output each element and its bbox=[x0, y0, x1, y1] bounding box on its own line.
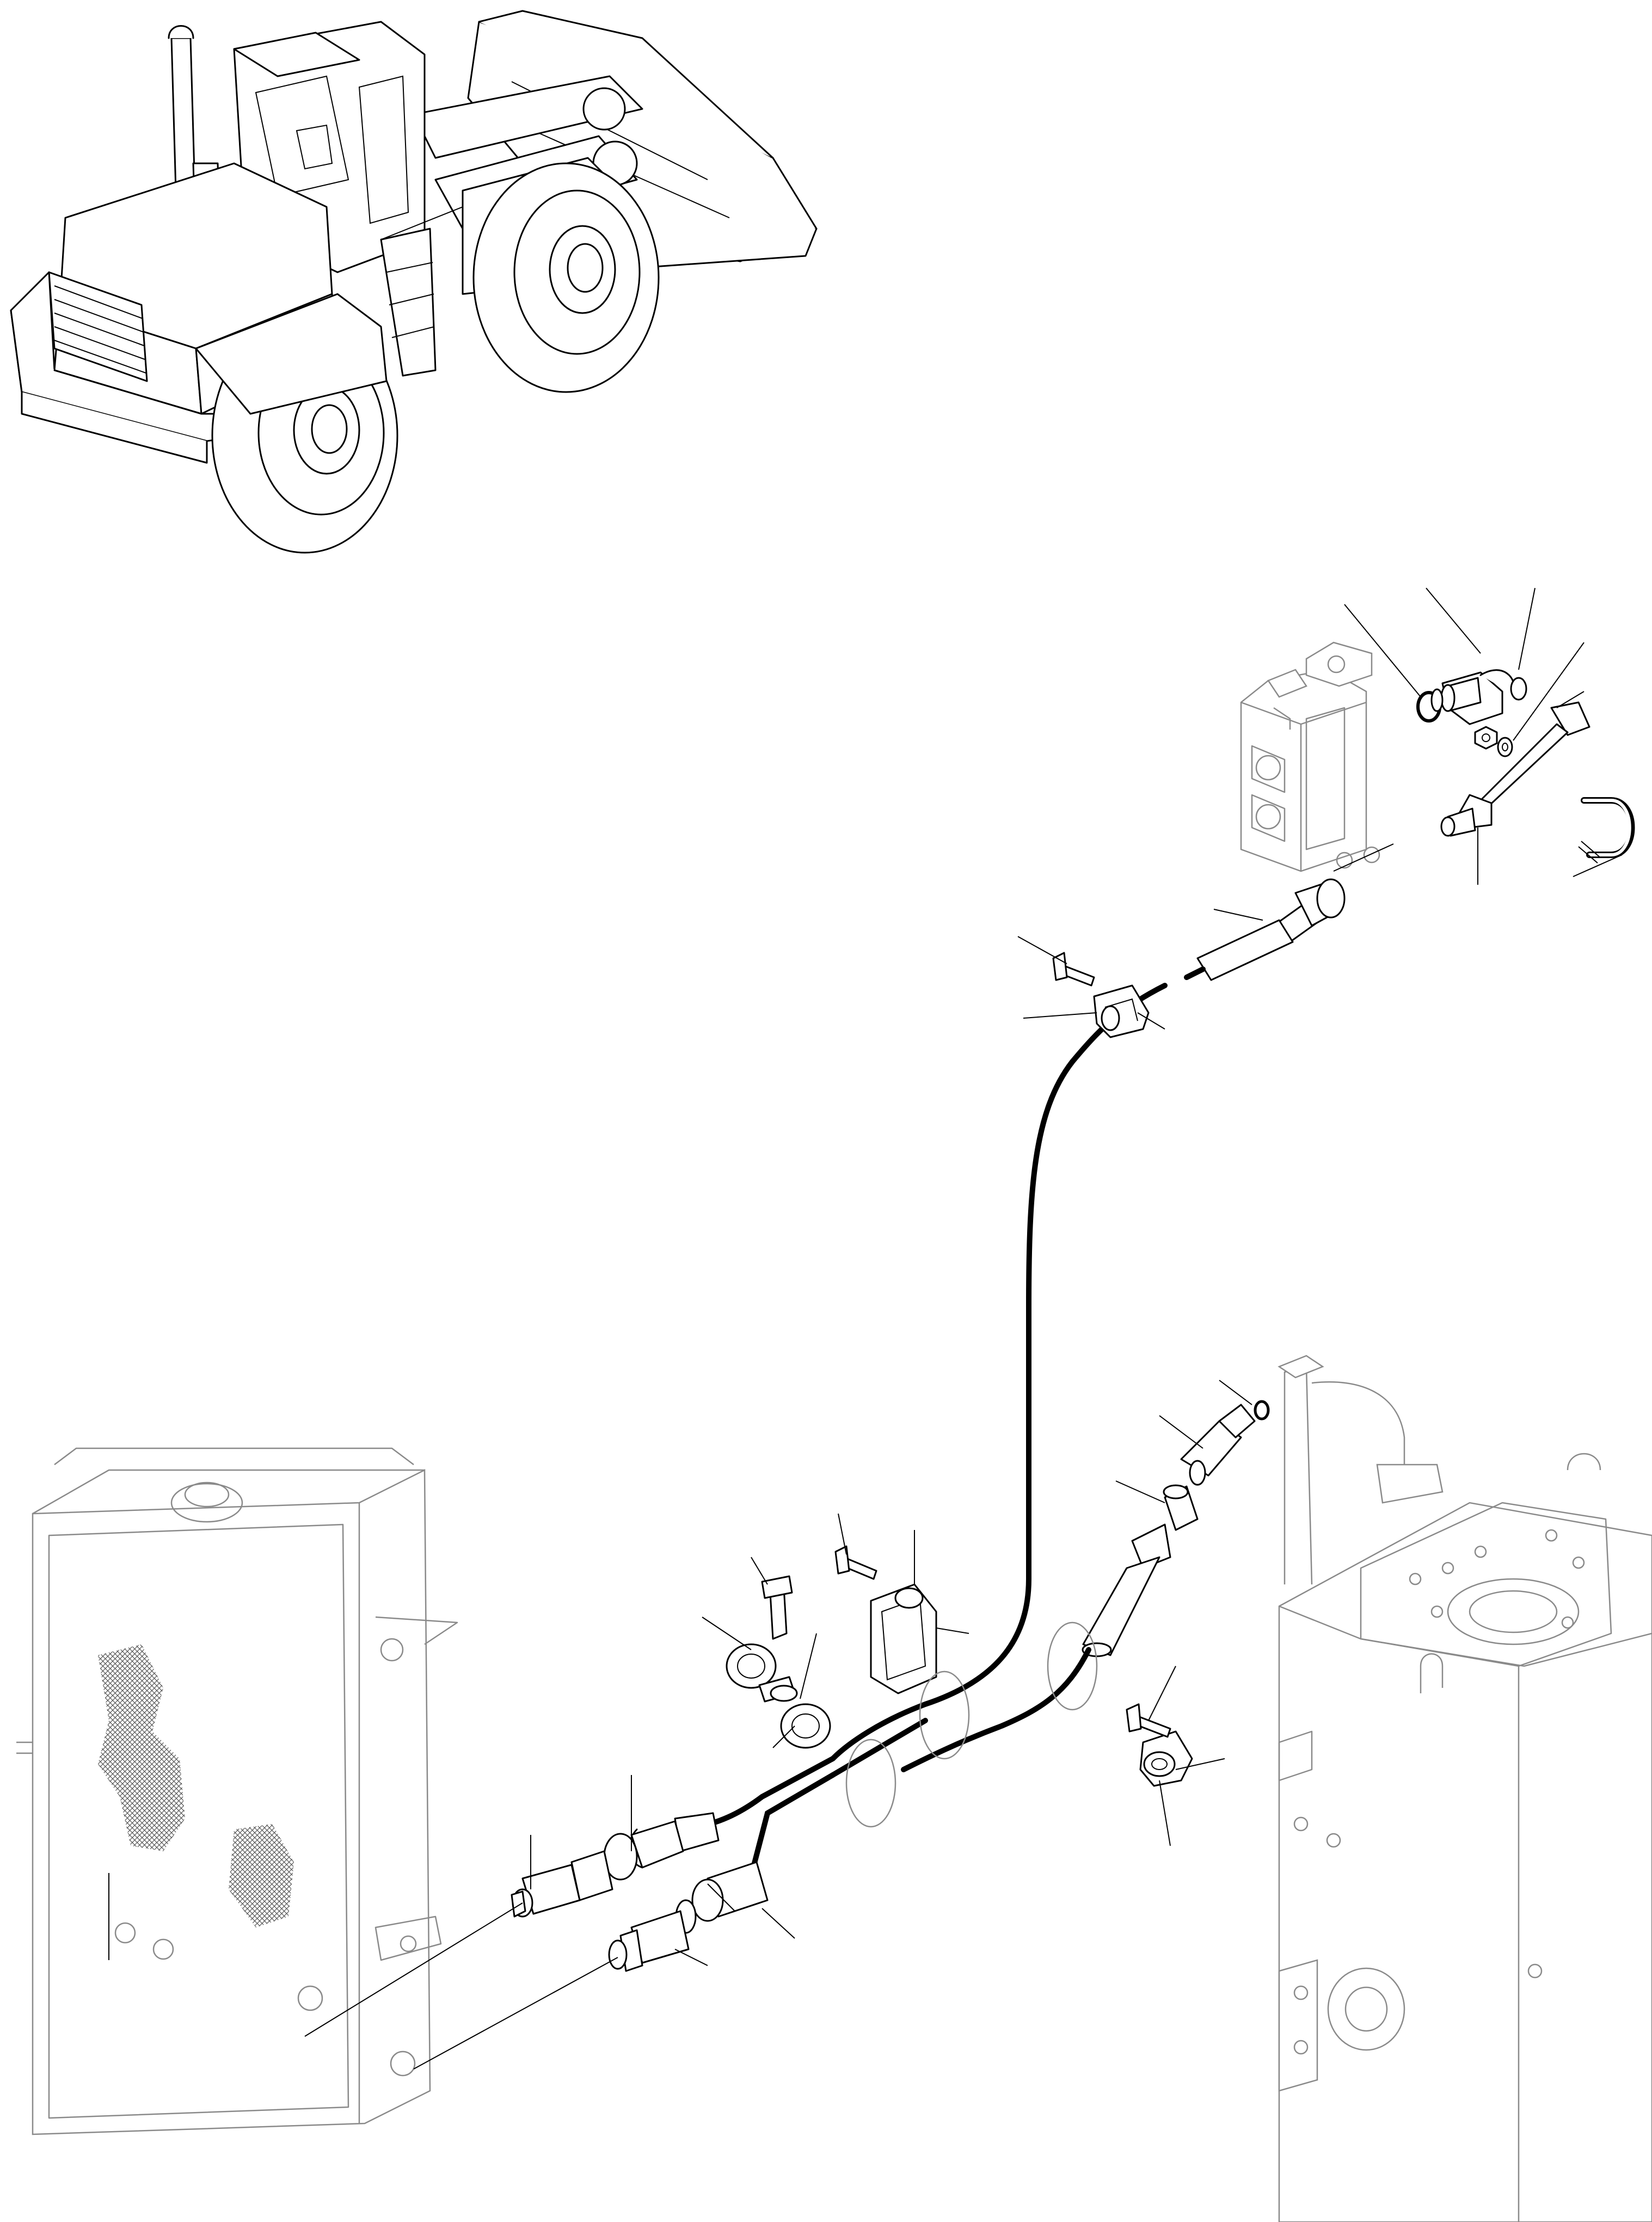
cooler-hose-upper bbox=[511, 1756, 836, 1918]
bolt-lower-right bbox=[1126, 1703, 1171, 1738]
o-ring-tank bbox=[1254, 1400, 1270, 1421]
leader-lines bbox=[108, 587, 1623, 2070]
washer-valve bbox=[1497, 737, 1513, 757]
hydraulic-tank bbox=[1278, 1355, 1652, 2222]
clamp-center-upright bbox=[870, 1583, 937, 1694]
hose-tank-end-fitting bbox=[901, 1484, 1199, 1772]
cooler-hose-lower bbox=[608, 1772, 836, 1972]
tube-pipe bbox=[1440, 701, 1590, 837]
bolt-left bbox=[761, 1575, 793, 1640]
hose-valve-end-fitting bbox=[1196, 878, 1346, 981]
clamp-lower-right bbox=[1139, 1730, 1193, 1787]
elbow-fitting-valve bbox=[1430, 669, 1527, 725]
swivel-elbow-tank bbox=[1180, 1404, 1256, 1486]
u-bolt bbox=[1578, 797, 1635, 864]
radiator-oil-cooler bbox=[16, 1447, 458, 2135]
wheel-loader-icon bbox=[10, 10, 818, 554]
hose-break-symbols bbox=[845, 1621, 1098, 1828]
nut-valve bbox=[1474, 726, 1498, 750]
front-wheel bbox=[472, 162, 660, 393]
control-valve bbox=[1240, 641, 1380, 872]
clamp-pair-left bbox=[726, 1643, 831, 1749]
bolt-center bbox=[834, 1545, 877, 1580]
bolt-upper bbox=[1052, 952, 1095, 987]
clamp-upper bbox=[1093, 984, 1150, 1038]
